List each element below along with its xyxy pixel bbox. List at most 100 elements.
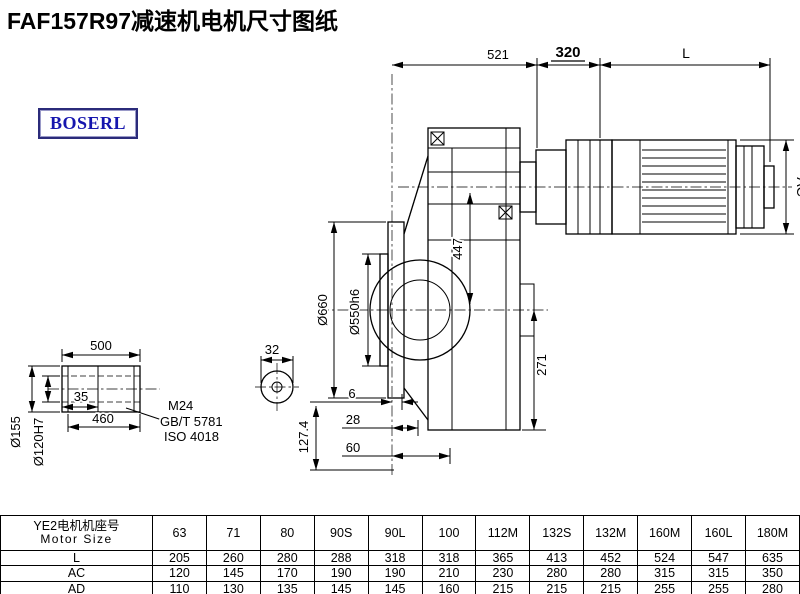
lifting-lug-icon: [430, 131, 445, 146]
dim-127-label: 127.4: [296, 421, 311, 454]
thread-label: M24: [168, 398, 193, 413]
dim-shaft-inner: 460: [67, 409, 141, 432]
boserl-logo-text: BOSERL: [49, 113, 127, 133]
dim-face-step1: 6: [310, 384, 418, 410]
table-cell: 215: [529, 580, 585, 594]
table-row-L: L 205 260 280 288 318 318 365 413 452 52…: [0, 549, 800, 567]
table-cell: 190: [367, 565, 423, 582]
table-cell: 350: [744, 565, 800, 582]
table-cell: 145: [205, 565, 261, 582]
dim-120H7-label: Ø120H7: [31, 418, 46, 466]
table-col-header: 160L: [691, 515, 746, 551]
table-cell: 160: [421, 580, 477, 594]
table-cell: 145: [313, 580, 369, 594]
dim-end-circle: 32: [260, 340, 294, 383]
motor-size-table: YE2电机机座号 Motor Size 63 71 80 90S 90L 100…: [0, 515, 800, 594]
table-col-header: 112M: [475, 515, 531, 551]
dim-35-label: 35: [74, 389, 88, 404]
table-row-AD: AD 110 130 135 145 145 160 215 215 215 2…: [0, 580, 800, 594]
table-cell: 524: [637, 549, 693, 567]
page-title: FAF157R97减速机电机尺寸图纸: [7, 8, 339, 34]
dim-face-height: 127.4: [294, 406, 394, 471]
table-col-header: 132S: [529, 515, 585, 551]
table-col-header: 180M: [744, 515, 800, 551]
dim-L-label: L: [682, 45, 690, 61]
table-cell: 635: [744, 549, 800, 567]
table-col-header: 160M: [637, 515, 693, 551]
table-cell: 170: [259, 565, 315, 582]
dim-face-step2: 28: [342, 410, 419, 436]
dim-shaft-bore: Ø120H7: [29, 375, 60, 468]
table-col-header: 80: [259, 515, 315, 551]
dim-motor-diameter: AC: [740, 139, 800, 235]
table-cell: 280: [259, 549, 315, 567]
dim-adapter-length: 320: [536, 42, 600, 148]
dim-32-label: 32: [265, 342, 279, 357]
table-col-header: 100: [421, 515, 477, 551]
thread-callout: M24 GB/T 5781 ISO 4018: [158, 396, 224, 446]
fan-cover-cap: [763, 165, 775, 209]
table-cell: 215: [475, 580, 531, 594]
table-col-header: 90L: [367, 515, 423, 551]
dim-axis-height: 447: [448, 193, 474, 304]
row-label: L: [0, 549, 153, 567]
table-cell: 280: [744, 580, 800, 594]
dim-shaft-od: Ø155: [6, 365, 60, 450]
dim-AC-label: AC: [794, 177, 800, 196]
table-cell: 110: [152, 580, 207, 594]
shaft-end-view: [260, 370, 294, 404]
dim-body-height: 271: [522, 310, 551, 431]
table-header-label: YE2电机机座号 Motor Size: [0, 515, 153, 551]
table-header-cn: YE2电机机座号: [33, 518, 120, 533]
gearbox-housing: [369, 127, 535, 431]
callout-leader: [125, 407, 163, 421]
table-header-row: YE2电机机座号 Motor Size 63 71 80 90S 90L 100…: [0, 515, 800, 551]
dim-550h6-label: Ø550h6: [347, 289, 362, 335]
dim-155-label: Ø155: [8, 416, 23, 448]
motor-body: [611, 139, 775, 235]
table-cell: 135: [259, 580, 315, 594]
dim-28-label: 28: [346, 412, 360, 427]
table-cell: 365: [475, 549, 531, 567]
table-cell: 210: [421, 565, 477, 582]
table-cell: 547: [691, 549, 746, 567]
table-cell: 315: [691, 565, 746, 582]
table-cell: 215: [583, 580, 639, 594]
output-boss-inner: [389, 279, 451, 341]
oil-plug-icon: [498, 205, 513, 220]
dim-6-label: 6: [348, 386, 355, 401]
dim-60-label: 60: [346, 440, 360, 455]
table-col-header: 71: [205, 515, 261, 551]
table-cell: 318: [421, 549, 477, 567]
dim-shaft-total: 500: [61, 336, 141, 362]
table-cell: 315: [637, 565, 693, 582]
table-cell: 280: [583, 565, 639, 582]
table-cell: 145: [367, 580, 423, 594]
dim-flange-od: Ø660: [313, 221, 386, 399]
dim-521-label: 521: [487, 47, 509, 62]
table-cell: 255: [637, 580, 693, 594]
boserl-logo: BOSERL: [38, 108, 138, 139]
dim-660-label: Ø660: [315, 294, 330, 326]
dim-500-label: 500: [90, 338, 112, 353]
table-cell: 288: [313, 549, 369, 567]
thread-std2-label: ISO 4018: [164, 429, 219, 444]
table-cell: 255: [691, 580, 746, 594]
table-cell: 452: [583, 549, 639, 567]
table-cell: 205: [152, 549, 207, 567]
dim-447-label: 447: [450, 238, 465, 260]
table-col-header: 132M: [583, 515, 639, 551]
dim-320-label: 320: [555, 44, 580, 61]
dim-gearbox-length: 521: [392, 45, 537, 69]
dim-271-label: 271: [534, 354, 549, 376]
thread-std1-label: GB/T 5781: [160, 414, 223, 429]
table-row-AC: AC 120 145 170 190 190 210 230 280 280 3…: [0, 565, 800, 582]
dim-460-label: 460: [92, 411, 114, 426]
table-cell: 120: [152, 565, 207, 582]
dim-flange-spigot: Ø550h6: [345, 253, 380, 367]
row-label: AC: [0, 565, 153, 582]
technical-drawing: 521 320 L AC Ø660: [6, 42, 800, 478]
table-cell: 190: [313, 565, 369, 582]
row-label: AD: [0, 580, 153, 594]
